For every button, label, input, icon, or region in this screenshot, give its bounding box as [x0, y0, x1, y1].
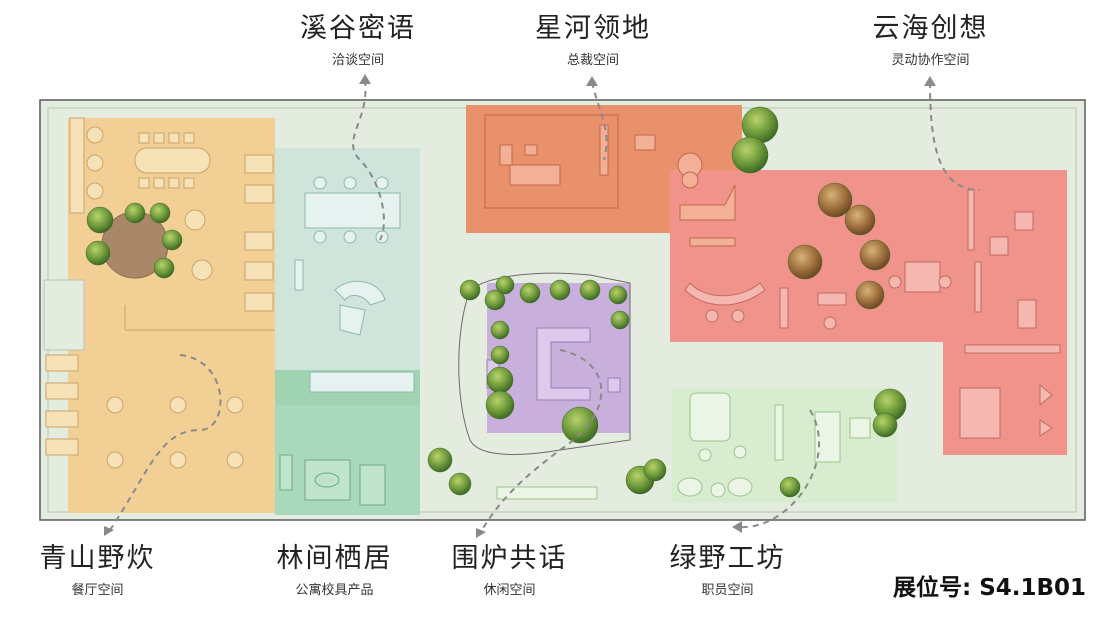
zone-title: 林间栖居: [276, 543, 393, 574]
zone-subtitle: 餐厅空间: [71, 583, 124, 598]
ceo-office: [484, 114, 619, 209]
zone-subtitle: 休闲空间: [483, 583, 536, 598]
zone-subtitle: 洽谈空间: [331, 53, 384, 68]
zone-title: 溪谷密语: [300, 13, 416, 44]
label-xigu: 溪谷密语 洽谈空间: [298, 12, 418, 70]
label-qingshan: 青山野炊 餐厅空间: [35, 542, 160, 600]
zone-subtitle: 公寓校具产品: [295, 583, 374, 598]
zone-title: 青山野炊: [39, 543, 156, 574]
zone-subtitle: 职员空间: [701, 583, 754, 598]
label-weilu: 围炉共话 休闲空间: [447, 542, 572, 600]
booth-number: 展位号: S4.1B01: [893, 575, 1087, 601]
zone-title: 绿野工坊: [669, 543, 786, 574]
zone-subtitle: 总裁空间: [566, 53, 619, 68]
leader-lines: [109, 79, 981, 534]
zone-dining: [68, 118, 275, 513]
dining-furniture: [45, 117, 274, 469]
label-linjian: 林间栖居 公寓校具产品: [272, 542, 397, 600]
meeting-furniture: [294, 176, 415, 393]
staff-furniture: [496, 392, 871, 500]
dining-nook: [43, 279, 85, 351]
zone-title: 云海创想: [872, 13, 989, 44]
collab-furniture: [684, 189, 1061, 439]
label-lvye: 绿野工坊 职员空间: [665, 542, 790, 600]
zone-title: 星河领地: [535, 13, 651, 44]
label-yunhai: 云海创想 灵动协作空间: [868, 12, 993, 70]
leader-arrows: [104, 74, 936, 538]
zone-title: 围炉共话: [451, 543, 568, 574]
ceo-furniture: [499, 124, 736, 247]
product-furniture: [279, 454, 386, 506]
trees: [85, 106, 907, 498]
label-xinghe: 星河领地 总裁空间: [533, 12, 653, 70]
zone-subtitle: 灵动协作空间: [891, 53, 970, 68]
lounge-garden: [458, 272, 631, 455]
